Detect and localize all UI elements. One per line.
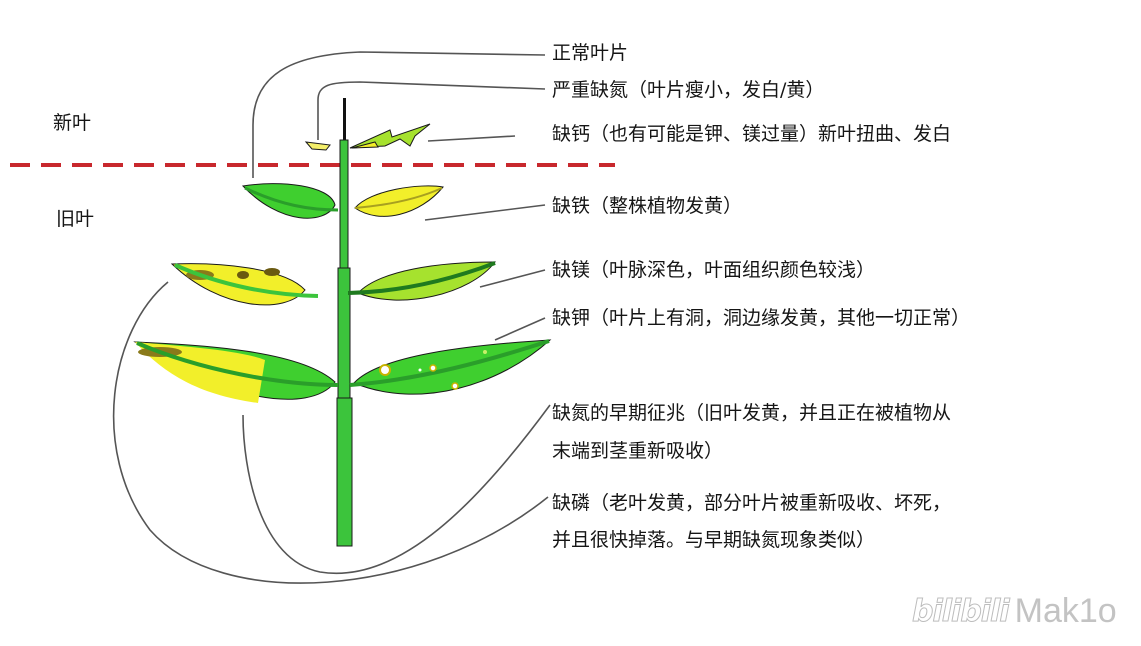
label-calcium: 缺钙（也有可能是钾、镁过量）新叶扭曲、发白 <box>552 123 952 145</box>
bilibili-logo: bilibili <box>912 594 1011 630</box>
leader-lines <box>112 51 551 584</box>
watermark-username: Mak1o <box>1014 592 1117 630</box>
leaf-normal <box>241 183 336 219</box>
leader-normal <box>252 51 546 178</box>
leader-mg <box>479 269 546 288</box>
label-potassium: 缺钾（叶片上有洞，洞边缘发黄，其他一切正常） <box>552 307 971 329</box>
stem <box>336 98 353 547</box>
label-early-nitrogen-1: 缺氮的早期征兆（旧叶发黄，并且正在被植物从 <box>552 402 952 424</box>
label-normal-leaf: 正常叶片 <box>552 42 629 64</box>
leader-fe <box>424 204 546 221</box>
new-leaves <box>304 123 431 151</box>
label-iron: 缺铁（整株植物发黄） <box>552 195 743 217</box>
label-early-nitrogen-2: 末端到茎重新吸收） <box>552 440 724 462</box>
watermark: bilibili Mak1o <box>912 592 1117 631</box>
leaf-pair-3 <box>133 339 552 403</box>
label-phosphorus-1: 缺磷（老叶发黄，部分叶片被重新吸收、坏死， <box>552 492 952 514</box>
leaf-pair-2 <box>170 261 497 306</box>
leader-k <box>494 317 546 341</box>
leaf-ca-twisted <box>349 123 431 149</box>
leaf-mg <box>357 261 497 301</box>
leaf-severe-n <box>304 141 331 151</box>
label-magnesium: 缺镁（叶脉深色，叶面组织颜色较浅） <box>552 259 876 281</box>
label-severe-nitrogen: 严重缺氮（叶片瘦小，发白/黄） <box>552 79 825 101</box>
zone-label-old-leaf: 旧叶 <box>56 208 95 230</box>
leader-p <box>112 281 549 584</box>
leader-ca <box>427 135 516 142</box>
leader-early-n <box>242 404 551 575</box>
leader-severe-n <box>317 81 546 140</box>
label-phosphorus-2: 并且很快掉落。与早期缺氮现象类似） <box>552 529 876 551</box>
leaf-pair-1 <box>241 183 444 219</box>
zone-label-new-leaf: 新叶 <box>53 112 92 134</box>
